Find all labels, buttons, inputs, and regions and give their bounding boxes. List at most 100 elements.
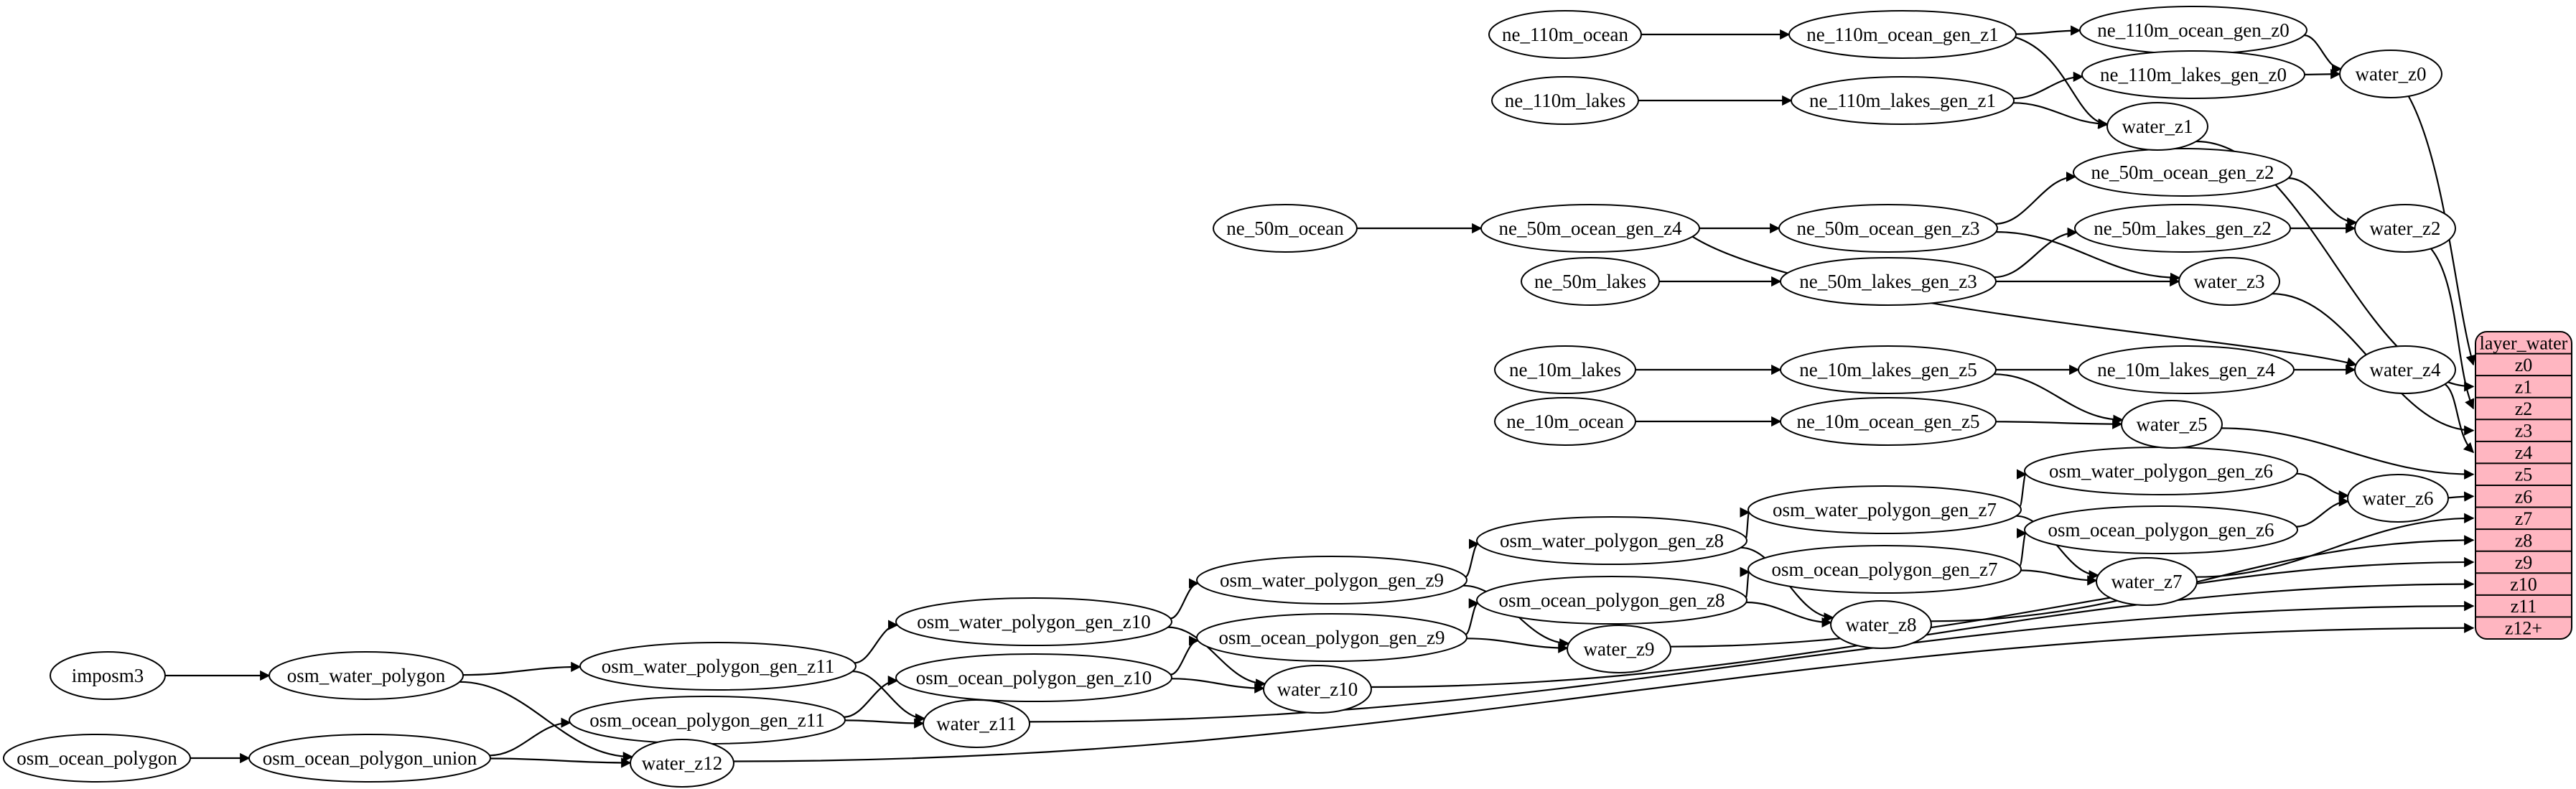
- edge-ne_110m_ocean_gen_z1-to-ne_110m_ocean_gen_z0: [2015, 25, 2081, 36]
- edge-ne_50m_ocean_gen_z4-to-water_z4: [1691, 235, 2357, 368]
- node-ellipse-ne_10m_lakes_gen_z5: [1780, 345, 1997, 394]
- node-label-osm_water_polygon_gen_z7: osm_water_polygon_gen_z7: [1773, 499, 1997, 520]
- node-ellipse-osm_ocean_polygon_gen_z10: [895, 653, 1172, 702]
- table-layer-water: layer_waterz0z1z2z3z4z5z6z7z8z9z10z11z12…: [2475, 331, 2572, 640]
- node-label-osm_water_polygon_gen_z9: osm_water_polygon_gen_z9: [1220, 569, 1444, 591]
- edge-osm_ocean_polygon_gen_z9-to-osm_ocean_polygon_gen_z8: [1465, 598, 1480, 635]
- node-ellipse-water_z10: [1263, 665, 1372, 714]
- table-row-z0: z0: [2515, 355, 2533, 375]
- node-ellipse-water_z6: [2347, 474, 2449, 523]
- table-row-z5: z5: [2515, 464, 2533, 485]
- edge-osm_water_polygon_gen_z8-to-osm_water_polygon_gen_z7: [1740, 507, 1750, 539]
- node-label-water_z0: water_z0: [2356, 63, 2427, 85]
- node-ellipse-ne_50m_ocean_gen_z2: [2073, 148, 2292, 197]
- edge-ne_110m_lakes_gen_z1-to-water_z1: [2013, 102, 2109, 129]
- node-label-osm_water_polygon_gen_z10: osm_water_polygon_gen_z10: [917, 611, 1150, 632]
- node-ellipse-water_z0: [2339, 50, 2442, 98]
- node-label-osm_ocean_polygon_gen_z10: osm_ocean_polygon_gen_z10: [916, 667, 1152, 688]
- edge-water_z6-to-layer_water-z6: [2447, 491, 2475, 502]
- node-water_z11: water_z11: [923, 699, 1030, 748]
- edge-ne_50m_lakes_gen_z3-to-ne_50m_lakes_gen_z2: [1994, 227, 2078, 279]
- node-water_z6: water_z6: [2347, 474, 2449, 523]
- node-ellipse-ne_10m_ocean: [1494, 397, 1636, 446]
- node-ne_110m_lakes_gen_z1: ne_110m_lakes_gen_z1: [1791, 76, 2015, 125]
- node-osm_water_polygon: osm_water_polygon: [269, 651, 464, 700]
- node-ellipse-ne_110m_lakes_gen_z1: [1791, 76, 2015, 125]
- node-ellipse-osm_water_polygon_gen_z7: [1747, 485, 2022, 534]
- edge-osm_water_polygon_gen_z11-to-osm_water_polygon_gen_z10: [854, 620, 899, 664]
- node-label-ne_10m_lakes: ne_10m_lakes: [1509, 359, 1621, 381]
- node-water_z0: water_z0: [2339, 50, 2442, 98]
- node-ne_10m_lakes_gen_z4: ne_10m_lakes_gen_z4: [2078, 345, 2295, 394]
- edge-ne_10m_lakes_gen_z5-to-water_z5: [1994, 373, 2124, 425]
- node-ellipse-water_z8: [1830, 600, 1932, 649]
- node-ellipse-water_z3: [2178, 257, 2280, 306]
- node-label-ne_110m_ocean_gen_z0: ne_110m_ocean_gen_z0: [2097, 19, 2289, 41]
- node-ne_110m_lakes: ne_110m_lakes: [1491, 76, 1639, 125]
- node-label-ne_10m_ocean: ne_10m_ocean: [1506, 411, 1624, 432]
- node-ne_50m_ocean: ne_50m_ocean: [1213, 204, 1358, 253]
- node-ellipse-osm_water_polygon_gen_z9: [1196, 556, 1467, 604]
- node-osm_water_polygon_gen_z11: osm_water_polygon_gen_z11: [579, 642, 857, 691]
- node-osm_ocean_polygon_gen_z7: osm_ocean_polygon_gen_z7: [1747, 545, 2022, 594]
- node-label-water_z2: water_z2: [2370, 218, 2441, 239]
- node-osm_water_polygon_gen_z10: osm_water_polygon_gen_z10: [895, 597, 1172, 646]
- node-ne_50m_lakes_gen_z3: ne_50m_lakes_gen_z3: [1780, 257, 1997, 306]
- edge-ne_110m_lakes_gen_z0-to-water_z0: [2304, 68, 2341, 80]
- edge-water_z12-to-layer_water-z12plus: [733, 622, 2475, 762]
- node-ellipse-osm_ocean_polygon_union: [248, 734, 491, 783]
- node-label-ne_10m_lakes_gen_z4: ne_10m_lakes_gen_z4: [2097, 359, 2275, 381]
- table-row-z12plus: z12+: [2505, 618, 2542, 639]
- node-ellipse-water_z9: [1567, 625, 1671, 673]
- node-label-ne_50m_ocean_gen_z4: ne_50m_ocean_gen_z4: [1499, 218, 1682, 239]
- node-ellipse-water_z11: [923, 699, 1030, 748]
- node-ellipse-water_z2: [2354, 204, 2456, 253]
- node-ellipse-ne_110m_lakes_gen_z0: [2081, 50, 2305, 99]
- edge-osm_ocean_polygon_union-to-osm_ocean_polygon_gen_z11: [489, 717, 571, 757]
- edge-water_z2-to-layer_water-z2: [2430, 248, 2475, 410]
- edge-osm_water_polygon_gen_z10-to-osm_water_polygon_gen_z9: [1170, 578, 1200, 620]
- edge-osm_water_polygon-to-water_z12: [459, 681, 634, 762]
- node-label-water_z11: water_z11: [936, 713, 1016, 734]
- node-osm_ocean_polygon_gen_z9: osm_ocean_polygon_gen_z9: [1196, 613, 1467, 662]
- node-label-osm_ocean_polygon_gen_z9: osm_ocean_polygon_gen_z9: [1219, 627, 1445, 648]
- node-label-water_z8: water_z8: [1846, 614, 1917, 635]
- node-ellipse-osm_water_polygon_gen_z10: [895, 597, 1172, 646]
- node-ellipse-water_z4: [2354, 345, 2456, 394]
- edge-water_z8-to-layer_water-z8: [1931, 535, 2475, 622]
- edge-ne_110m_lakes_gen_z1-to-ne_110m_lakes_gen_z0: [2013, 71, 2084, 100]
- node-ellipse-water_z1: [2106, 102, 2208, 151]
- edge-water_z9-to-layer_water-z9: [1670, 556, 2475, 648]
- edge-osm_ocean_polygon_union-to-water_z12: [490, 757, 632, 768]
- edge-osm_water_polygon_gen_z6-to-water_z6: [2296, 472, 2349, 501]
- node-label-ne_50m_ocean: ne_50m_ocean: [1226, 218, 1344, 239]
- node-label-ne_110m_ocean: ne_110m_ocean: [1502, 24, 1628, 45]
- edge-ne_110m_ocean_gen_z0-to-water_z0: [2304, 34, 2343, 75]
- node-label-ne_50m_ocean_gen_z3: ne_50m_ocean_gen_z3: [1797, 218, 1980, 239]
- node-osm_ocean_polygon_gen_z11: osm_ocean_polygon_gen_z11: [569, 696, 846, 744]
- edge-water_z7-to-layer_water-z7: [2195, 513, 2475, 578]
- node-ne_10m_lakes: ne_10m_lakes: [1494, 345, 1636, 394]
- node-ne_50m_ocean_gen_z3: ne_50m_ocean_gen_z3: [1778, 204, 1998, 253]
- node-osm_water_polygon_gen_z6: osm_water_polygon_gen_z6: [2024, 447, 2298, 495]
- edge-water_z5-to-layer_water-z5: [2221, 427, 2475, 480]
- node-label-ne_50m_lakes_gen_z2: ne_50m_lakes_gen_z2: [2094, 218, 2271, 239]
- node-water_z1: water_z1: [2106, 102, 2208, 151]
- edge-osm_ocean_polygon_gen_z11-to-water_z11: [844, 718, 925, 729]
- node-ellipse-ne_50m_ocean_gen_z3: [1778, 204, 1998, 253]
- edge-osm_water_polygon_gen_z7-to-osm_water_polygon_gen_z6: [2016, 469, 2027, 508]
- node-label-ne_110m_lakes: ne_110m_lakes: [1505, 90, 1625, 111]
- node-label-imposm3: imposm3: [72, 665, 144, 686]
- node-ellipse-ne_50m_lakes_gen_z2: [2074, 204, 2291, 253]
- node-label-osm_water_polygon_gen_z11: osm_water_polygon_gen_z11: [602, 655, 834, 677]
- node-ellipse-ne_110m_lakes: [1491, 76, 1639, 125]
- node-water_z9: water_z9: [1567, 625, 1671, 673]
- node-ellipse-ne_110m_ocean: [1488, 10, 1642, 59]
- edge-ne_110m_ocean_gen_z1-to-water_z1: [2015, 36, 2109, 129]
- table-row-z11: z11: [2511, 596, 2537, 617]
- node-ellipse-ne_50m_ocean_gen_z4: [1480, 204, 1700, 253]
- node-water_z5: water_z5: [2121, 400, 2223, 449]
- node-ellipse-water_z7: [2096, 557, 2198, 606]
- edge-osm_water_polygon_gen_z9-to-osm_water_polygon_gen_z8: [1465, 538, 1480, 578]
